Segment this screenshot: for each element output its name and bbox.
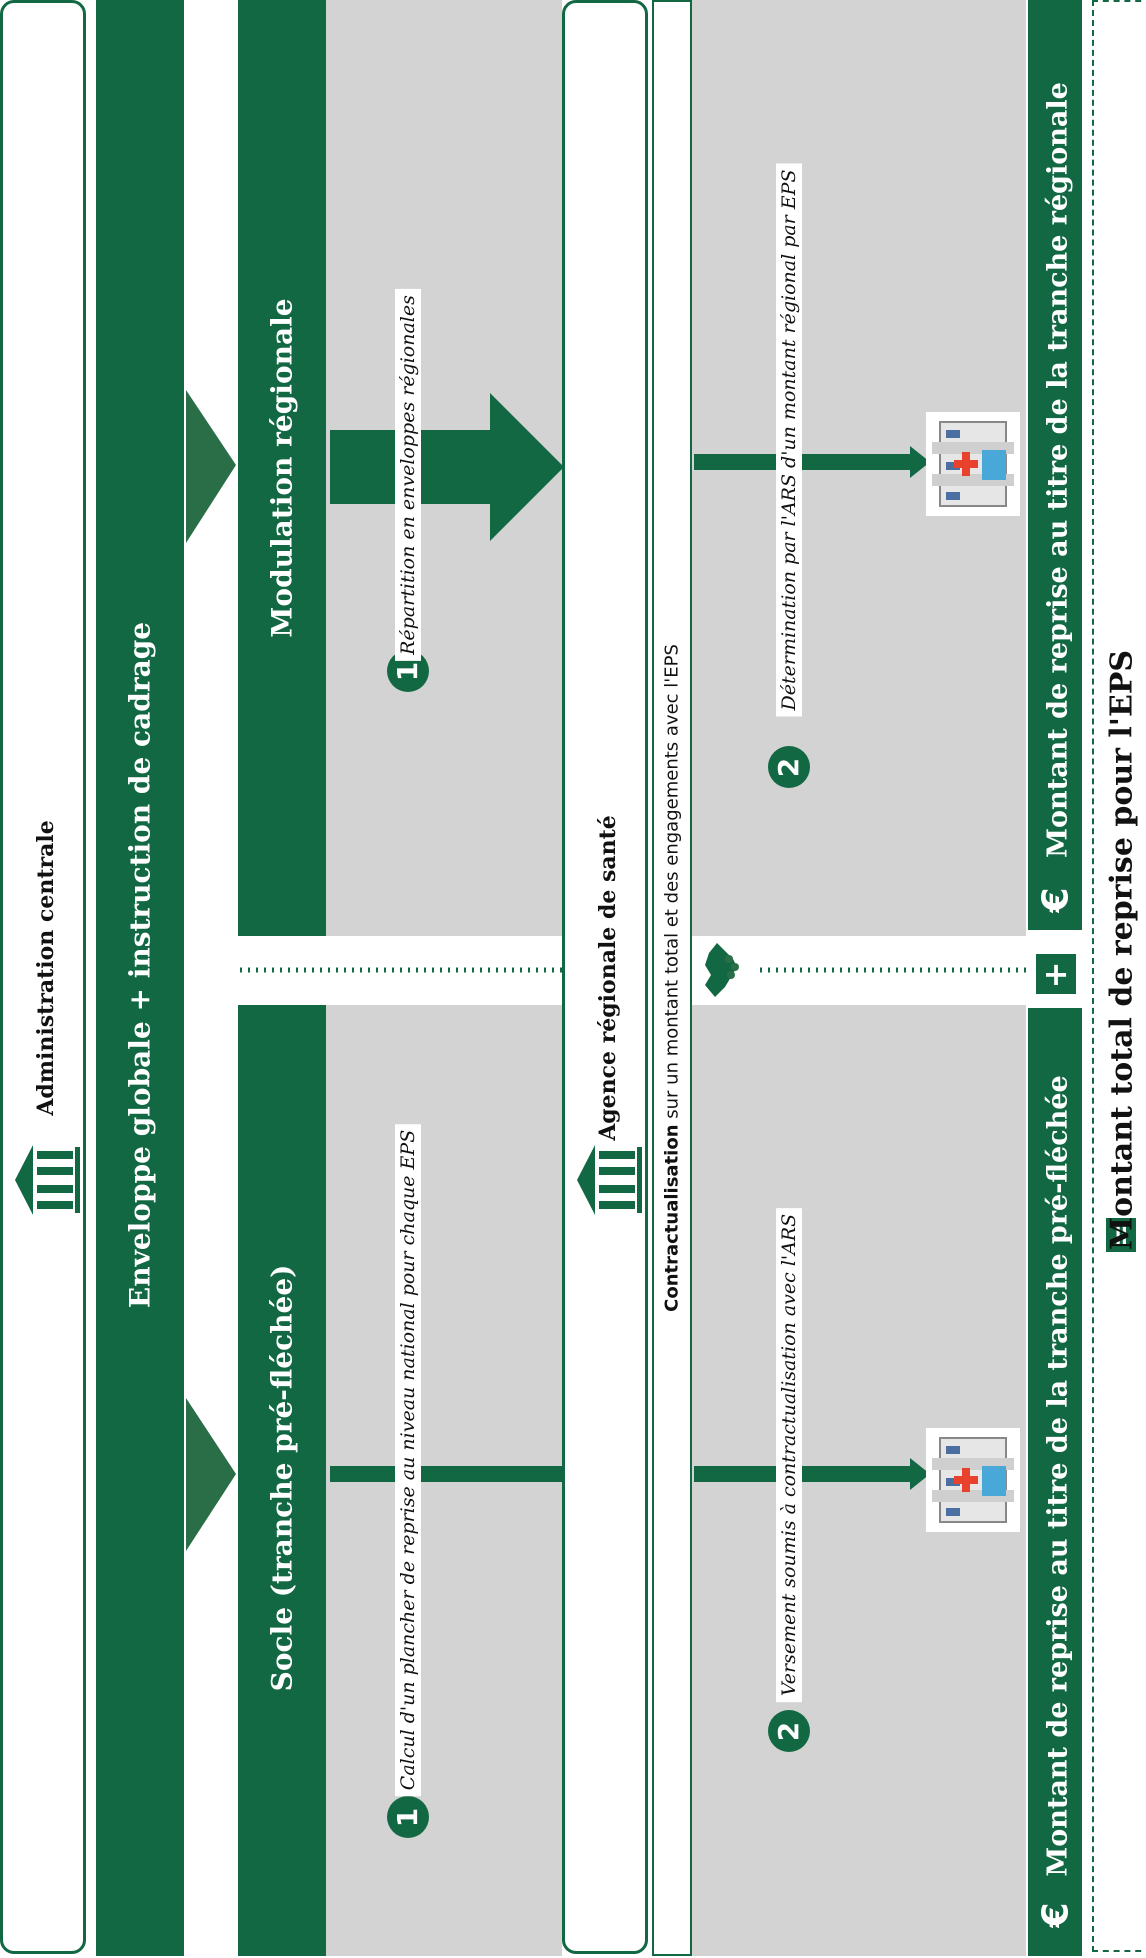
step-badge: 2 (768, 1710, 810, 1752)
ars-panel (562, 0, 648, 1954)
envelope-band (96, 0, 184, 1956)
plus-icon: + (1036, 954, 1076, 994)
hospital-icon (926, 412, 1020, 516)
socle-band (238, 1005, 326, 1956)
arrow-icon (910, 1458, 930, 1490)
contract-strip (652, 0, 692, 1956)
step-badge: 1 (387, 1796, 429, 1838)
euro-icon: € (1035, 887, 1077, 913)
step-badge: 2 (768, 746, 810, 788)
arrow-icon (330, 1466, 564, 1482)
modulation-band (238, 0, 326, 936)
modulation-title: Modulation régionale (265, 298, 299, 638)
socle-title: Socle (tranche pré-fléchée) (265, 1264, 299, 1692)
contract-text-rest: sur un montant total et des engagements … (661, 644, 683, 1125)
total-dashed-frame (1092, 0, 1146, 1952)
euro-icon: € (1035, 1902, 1077, 1928)
total-text: Montant total de reprise pour l'EPS (1104, 649, 1140, 1251)
admin-panel (0, 0, 86, 1954)
regional-result-text: Montant de reprise au titre de la tranch… (1042, 82, 1074, 858)
socle-step1-label: Calcul d'un plancher de reprise au nivea… (395, 1123, 421, 1797)
admin-title: Administration centrale (33, 820, 59, 1116)
arrow-icon (330, 393, 564, 541)
handshake-icon (692, 936, 752, 1006)
result-band-regional (1028, 0, 1082, 930)
arrow-icon (910, 446, 930, 478)
modulation-step2-label: Détermination par l'ARS d'un montant rég… (776, 163, 802, 717)
result-band-socle (1028, 1008, 1082, 1956)
arrow-icon (186, 1398, 236, 1551)
contract-text: Contractualisation sur un montant total … (662, 644, 683, 1312)
socle-result-text: Montant de reprise au titre de la tranch… (1042, 1075, 1074, 1877)
envelope-title: Enveloppe globale + instruction de cadra… (123, 621, 157, 1309)
socle-step2-label: Versement soumis à contractualisation av… (776, 1207, 802, 1703)
arrow-icon (186, 390, 236, 543)
contract-text-bold: Contractualisation (661, 1124, 683, 1312)
ars-title: Agence régionale de santé (595, 815, 621, 1141)
building-columns-icon (572, 1140, 643, 1220)
building-columns-icon (10, 1140, 81, 1220)
hospital-icon (926, 1428, 1020, 1532)
equals-icon: = (1105, 1218, 1138, 1252)
modulation-step1-label: Répartition en enveloppes régionales (395, 289, 421, 661)
